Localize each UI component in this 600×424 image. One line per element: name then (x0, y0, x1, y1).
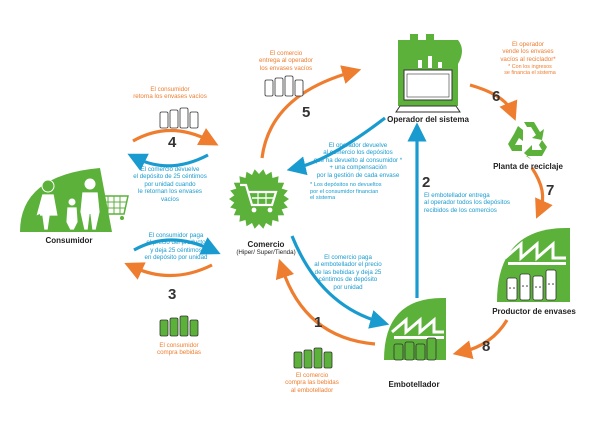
arrow-consumer-pays (133, 237, 221, 255)
empty-bottles-icon-consumer-return (159, 107, 199, 129)
node-packaging-producer-label: Productor de envases (492, 307, 576, 316)
bottler-factory-icon (384, 297, 446, 361)
text-bottler-delivers-deposits: El embotellador entrega al operador todo… (424, 192, 510, 214)
text-consumer-pays: El consumidor paga el precio del product… (144, 232, 208, 262)
step-number-8: 8 (482, 338, 491, 355)
step-number-5: 5 (302, 104, 311, 121)
text-commerce-refunds-deposit: El comercio devuelve el depósito de 25 c… (133, 166, 207, 203)
node-bottler-label: Embotellador (388, 380, 440, 389)
full-bottles-icon-commerce-buys (293, 347, 333, 369)
arrow-step-6 (469, 83, 518, 121)
step-number-7: 7 (546, 182, 555, 199)
text-operator-sells-note: * Con los ingresos se financia el sistem… (504, 64, 556, 77)
arrow-step-8 (452, 319, 509, 360)
arrow-step-7 (530, 167, 553, 219)
arrow-step-3 (124, 262, 213, 280)
node-recycling-plant-label: Planta de reciclaje (493, 162, 563, 171)
step-number-2: 2 (422, 174, 431, 191)
full-bottles-icon-consumer-buys (159, 315, 199, 337)
text-commerce-pays-bottler: El comercio paga al embotellador el prec… (314, 254, 382, 291)
arrow-commerce-refund-to-consumer (127, 153, 209, 171)
text-operator-returns-deposits: El operador devuelve al comercio los dep… (313, 142, 403, 179)
step-number-4: 4 (168, 134, 177, 151)
step-number-1: 1 (314, 314, 323, 331)
node-operator-label: Operador del sistema (387, 115, 469, 124)
commerce-cart-icon (229, 169, 289, 229)
arrow-step-4 (132, 128, 219, 146)
node-commerce-label: Comercio (Hiper/ Super/Tienda) (220, 240, 312, 256)
text-operator-returns-note: * Los depósitos no devueltos por el cons… (310, 182, 382, 202)
operator-computer-icon (395, 34, 462, 113)
node-commerce-title: Comercio (247, 240, 285, 249)
text-consumer-buys: El consumidor compra bebidas (156, 342, 202, 357)
text-commerce-delivers-empties: El comercio entrega al operador los enva… (258, 50, 313, 72)
step-number-3: 3 (168, 286, 177, 303)
empty-bottles-icon-commerce-return (264, 75, 304, 97)
arrow-operator-to-commerce (286, 116, 386, 176)
node-commerce-subtitle: (Hiper/ Super/Tienda) (236, 249, 296, 256)
text-operator-sells-empties: El operador vende los envases vacíos al … (500, 41, 556, 63)
packaging-producer-bottles (506, 269, 557, 301)
recycle-icon (508, 122, 547, 160)
arrow-step-1 (275, 258, 376, 346)
step-number-6: 6 (492, 88, 501, 105)
text-consumer-returns-empties: El consumidor retorna los envases vacíos (133, 86, 207, 101)
node-consumer-label: Consumidor (45, 236, 93, 245)
arrow-commerce-pays-bottler (290, 235, 390, 329)
arrow-step-5 (260, 65, 362, 159)
consumer-family-icon (20, 168, 129, 232)
text-commerce-buys: El comercio compra las bebidas al embote… (285, 372, 339, 394)
